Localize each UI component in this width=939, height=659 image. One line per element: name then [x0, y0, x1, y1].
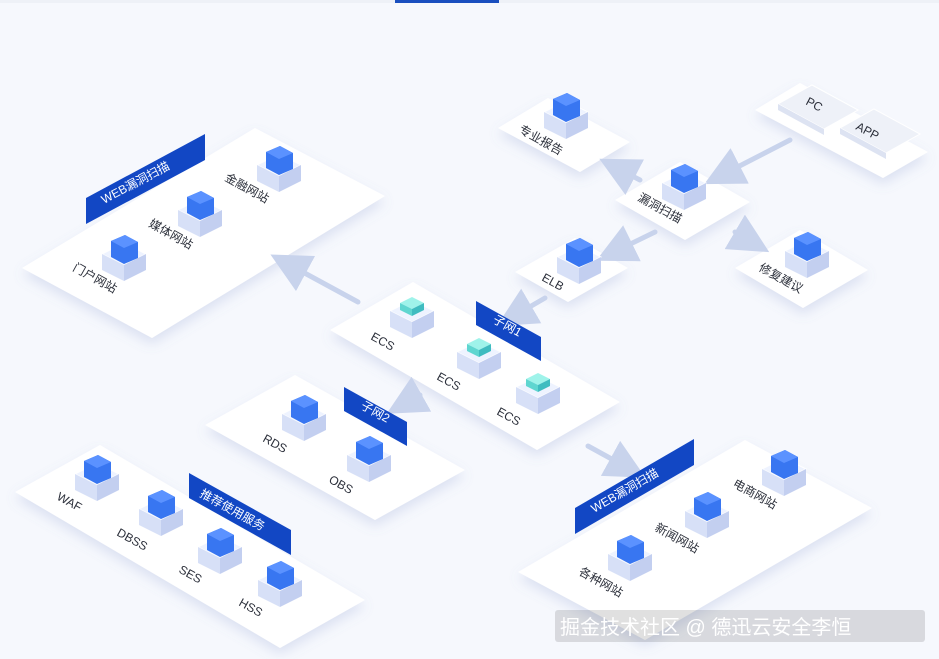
arrow-ecs-to-subnet2 — [386, 376, 432, 414]
arrow-scan-to-elb — [596, 225, 658, 262]
flow-arrows — [270, 137, 793, 478]
active-tab-indicator[interactable] — [395, 0, 499, 3]
arrow-elb-to-ecs — [496, 288, 548, 327]
arrow-ecs-to-web-right — [585, 440, 646, 478]
platform-subnet2 — [205, 375, 465, 520]
arrow-pcapp-to-scan — [704, 137, 793, 185]
arrow-scan-to-report — [599, 158, 644, 195]
arrow-scan-to-fix — [724, 214, 770, 253]
pc-key: PC — [776, 84, 860, 135]
watermark: 掘金技术社区 @ 德迅云安全李恒 — [555, 610, 925, 642]
client-keys: PC APP — [776, 84, 922, 159]
banner-subnet1: 子网1 — [476, 301, 541, 361]
arrow-ecs-to-web-left — [270, 254, 361, 305]
watermark-text: 掘金技术社区 @ 德迅云安全李恒 — [560, 616, 851, 639]
app-key: APP — [838, 108, 922, 159]
banner-subnet2: 子网2 — [344, 387, 407, 446]
